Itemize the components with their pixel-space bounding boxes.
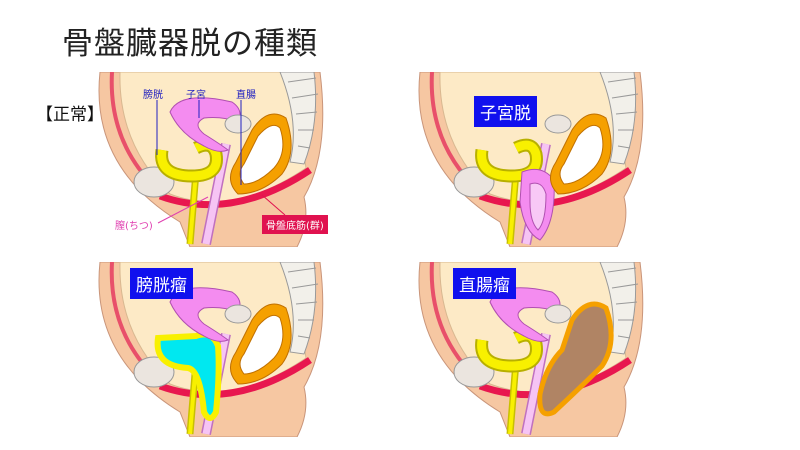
pelvis-diagram — [98, 72, 324, 247]
spine — [279, 262, 319, 355]
page-title: 骨盤臓器脱の種類 — [62, 26, 318, 62]
rectum — [230, 113, 292, 195]
pelvis-diagram — [98, 262, 324, 437]
uterus — [489, 287, 561, 342]
pelvic-floor-muscle — [158, 357, 312, 399]
rectum — [230, 303, 292, 385]
prolapsed-uterus — [519, 168, 555, 241]
vagina-label: 膣(ちつ) — [115, 221, 153, 232]
rectum-label: 直腸 — [236, 90, 256, 101]
uterus-label: 子宮 — [186, 90, 206, 101]
rectocele-rectum — [537, 301, 614, 417]
uterine-prolapse-label: 子宮脱 — [474, 96, 537, 127]
spine — [599, 72, 639, 165]
ovary — [224, 304, 252, 324]
panel-normal — [92, 72, 332, 247]
panel-rectocele — [412, 262, 652, 437]
ovary — [544, 304, 572, 324]
cystocele-label: 膀胱瘤 — [130, 268, 193, 299]
pubic-bone — [133, 356, 175, 388]
cystocele-bladder — [154, 331, 222, 421]
bladder-label: 膀胱 — [143, 90, 163, 101]
normal-label: 【正常】 — [36, 105, 104, 125]
rectocele-label: 直腸瘤 — [453, 268, 516, 299]
uterus — [169, 97, 241, 152]
rectum — [550, 113, 612, 195]
pelvis-diagram — [418, 262, 644, 437]
uterus — [169, 287, 241, 342]
ovary — [224, 114, 252, 134]
panel-cystocele — [92, 262, 332, 437]
pelvic-floor-label: 骨盤底筋(群) — [262, 215, 328, 234]
spine — [599, 262, 639, 355]
ovary — [544, 114, 572, 134]
spine — [279, 72, 319, 165]
